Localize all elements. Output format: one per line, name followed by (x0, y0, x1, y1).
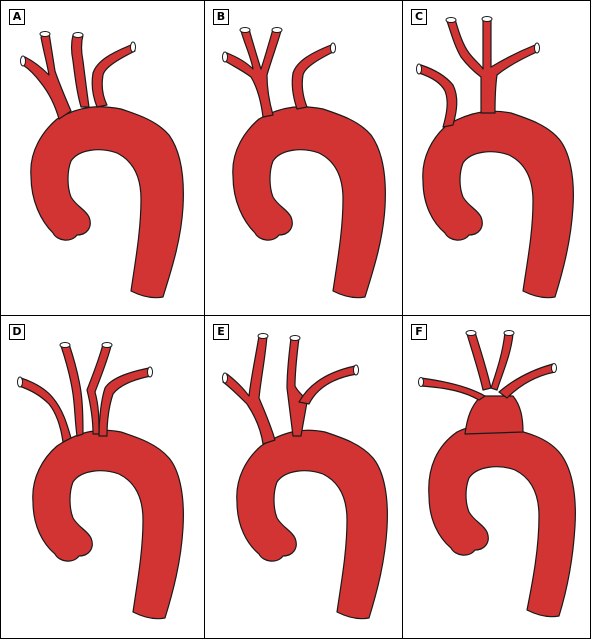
right-subclavian-end (222, 372, 228, 384)
left-carotid-end (503, 330, 515, 336)
left-carotid-end (101, 342, 113, 348)
left-subclavian-artery (91, 44, 136, 108)
left-carotid-end (289, 335, 301, 341)
left-common-carotid-artery (286, 337, 308, 437)
aortic-arch-a (20, 31, 184, 299)
right-subclavian-artery (418, 64, 458, 128)
panel-b: B (204, 0, 404, 317)
panel-c: C (402, 0, 591, 317)
aortic-arch-c (416, 16, 574, 299)
arch-body (30, 106, 184, 299)
panel-label-f: F (411, 324, 427, 340)
right-subclavian-artery (18, 377, 72, 443)
common-trunk-c (446, 18, 540, 114)
brachiocephalic-trunk (222, 335, 276, 445)
left-subclavian-artery (298, 365, 358, 405)
right-carotid-end (239, 27, 251, 33)
left-common-carotid-artery (70, 34, 90, 108)
panel-d: D (0, 315, 206, 639)
right-subclavian-end (418, 377, 424, 387)
aortic-arch-e (222, 333, 388, 620)
arch-body (32, 429, 184, 620)
panel-f: F (402, 315, 591, 639)
right-carotid-end (465, 330, 477, 336)
right-subclavian-end (416, 63, 422, 75)
arch-body (422, 110, 574, 299)
right-subclavian-artery (420, 377, 486, 401)
right-subclavian-end (20, 55, 26, 67)
left-subclavian-artery (98, 367, 152, 437)
arch-body (232, 106, 386, 299)
left-subclavian-artery (498, 363, 556, 399)
left-subclavian-end (534, 42, 540, 54)
panel-e: E (204, 315, 404, 639)
panel-label-c: C (411, 9, 427, 25)
right-subclavian-end (17, 376, 23, 388)
left-carotid-end (271, 27, 283, 33)
panel-label-d: D (9, 324, 25, 340)
left-subclavian-end (130, 41, 136, 53)
right-carotid-end (39, 31, 51, 37)
left-subclavian-end (330, 42, 336, 54)
left-subclavian-end (147, 366, 153, 378)
panel-label-b: B (213, 9, 229, 25)
aortic-arch-d (17, 342, 184, 620)
left-carotid-end (481, 16, 493, 22)
right-carotid-end (59, 342, 71, 348)
panel-label-e: E (213, 324, 229, 340)
panel-label-a: A (9, 9, 25, 25)
arch-body (428, 424, 576, 618)
right-carotid-end (257, 333, 269, 339)
left-subclavian-end (353, 364, 359, 376)
left-common-carotid-artery (490, 331, 514, 391)
aortic-arch-b (222, 27, 386, 299)
aortic-arch-f (418, 330, 576, 618)
right-carotid-end (445, 17, 457, 23)
left-subclavian-end (551, 363, 557, 373)
left-subclavian-artery (291, 44, 336, 110)
panel-a: A (0, 0, 206, 317)
common-trunk (224, 28, 282, 118)
aortic-trunk (464, 395, 524, 435)
right-subclavian-end (222, 51, 228, 63)
right-common-carotid-artery (466, 331, 492, 391)
brachiocephalic-trunk (22, 32, 72, 120)
arch-body (236, 429, 388, 620)
left-carotid-end (72, 32, 84, 38)
